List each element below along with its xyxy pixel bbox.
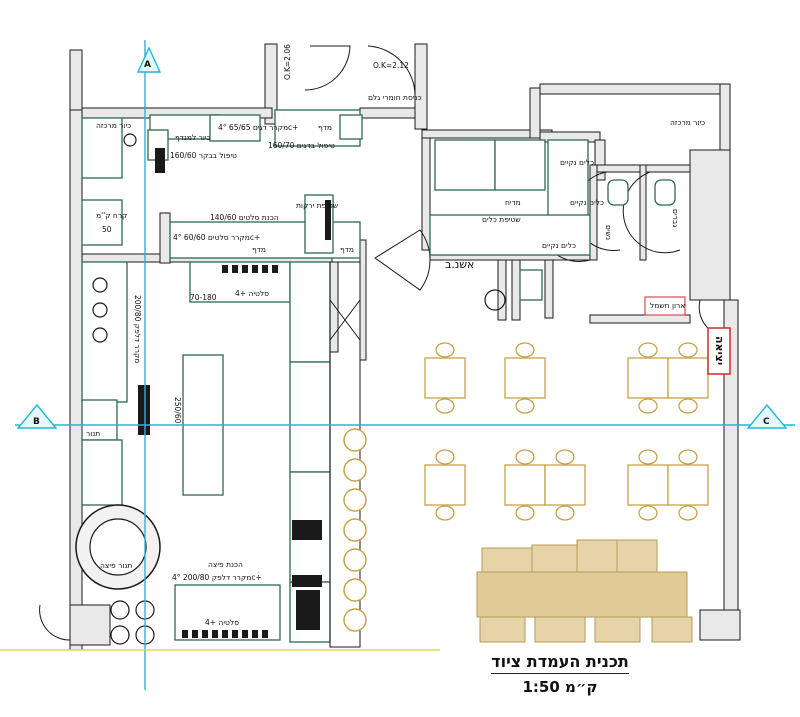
label-shelf-mid: מדף: [252, 245, 266, 254]
label-dishwasher: מדיח: [505, 198, 521, 207]
label-men: גברים: [671, 209, 680, 227]
label-fridge-salads: מקרר סלטים 60/60 4°c+: [173, 233, 260, 242]
plan-title-block: תכנית העמדת ציוד ק״מ 1:50: [470, 650, 650, 702]
label-utility: ארון חשמל: [650, 301, 685, 310]
label-handling-fish: טיפול בדגים 160/70: [268, 141, 335, 150]
plan-title: תכנית העמדת ציוד: [491, 650, 629, 674]
section-label-b: B: [33, 417, 40, 427]
label-ok: O.K=2.12: [373, 61, 409, 70]
dining-tables: [424, 357, 709, 506]
label-saladette: סלטיה +4: [235, 289, 269, 298]
label-clean-dishes3: כלים נקיים: [570, 198, 604, 207]
label-cold-size: 50: [102, 225, 112, 234]
dining-chairs: [435, 342, 698, 521]
section-markers: [15, 40, 795, 690]
label-saladette-size: 70-180: [190, 293, 217, 302]
label-rinse: שטיפת ירקות: [296, 201, 338, 210]
bar-stools: [343, 428, 367, 632]
label-exit: יציאה: [713, 336, 726, 365]
label-clean-dishes2: כלים נקיים: [560, 158, 594, 167]
label-saladette-bottom: סלטיה +4: [205, 618, 239, 627]
label-fridge-left: מקרר דלפק 200/80: [133, 295, 142, 363]
label-pizza-fridge: מקרר דלפק 200/80 4°c+: [172, 573, 262, 582]
label-sink-left: כיור מרכזה: [96, 121, 131, 130]
label-oven: תנור: [86, 429, 100, 438]
pizza-oven: [75, 504, 161, 590]
label-entrance: כניסת חומרי גלם: [368, 93, 422, 102]
doors: [39, 45, 711, 641]
label-dishwash: שטיפת כלים: [482, 215, 521, 224]
label-clean-dishes: כלים נקיים: [542, 241, 576, 250]
label-pizza-prep: הכנת פיצה: [208, 560, 243, 569]
label-counter: 250/60: [173, 397, 182, 424]
exit-sign: [644, 296, 731, 375]
label-handling-meat: טיפול בבקר 160/60: [170, 151, 237, 160]
walls: [69, 43, 741, 651]
label-salad-prep: הכנת סלטים 140/60: [210, 213, 279, 222]
dark-blocks: [138, 148, 331, 630]
bar-counter: [329, 261, 361, 648]
label-asheb: אשנ.ב: [445, 258, 474, 271]
label-cold-room: קרח ק''מ: [96, 211, 127, 220]
plan-scale: ק״מ 1:50: [522, 678, 598, 696]
label-pizza-oven: תנור פיצה: [100, 561, 132, 570]
saladette-wells: [182, 265, 278, 638]
label-fridge-top: מקרר דגים 65/65 4°c+: [218, 123, 298, 132]
label-sink-right: כיור מרכזה: [670, 118, 705, 127]
label-ok-left: O.K=2.06: [283, 44, 292, 80]
section-label-c: C: [763, 417, 770, 427]
label-women: נשים: [604, 225, 613, 240]
lounge-seating: [476, 539, 693, 643]
section-label-a: A: [144, 60, 151, 70]
label-shelf-top: מדף: [318, 123, 332, 132]
label-shelf-mid2: מדף: [340, 245, 354, 254]
label-sink-wash: כיור למנדף: [175, 133, 211, 142]
